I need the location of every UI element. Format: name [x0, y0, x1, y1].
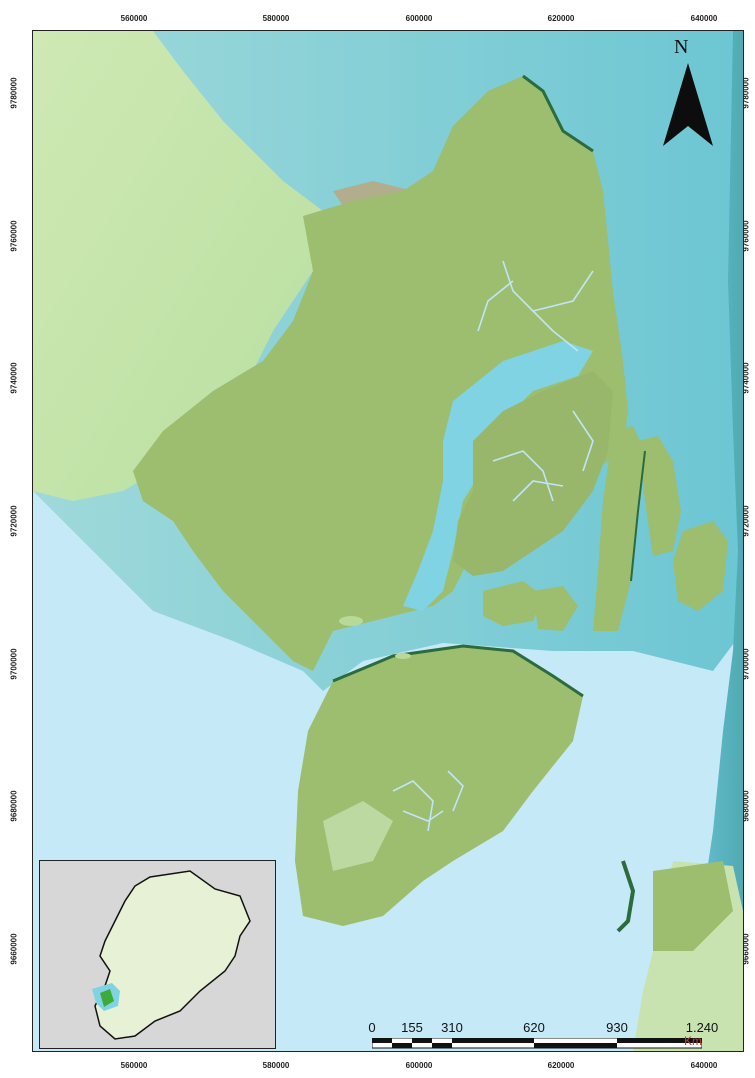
y-left-tick-label: 9680000 [9, 790, 19, 822]
north-label: N [674, 36, 689, 58]
mangrove-edge-east [522, 74, 594, 153]
northwest-mainland [33, 31, 323, 501]
ecuador-outline [94, 870, 251, 1040]
scale-bar: 0 155 310 620 930 1.240 Km [368, 1020, 718, 1050]
scale-label: 1.240 [685, 1020, 719, 1035]
islet [395, 653, 411, 659]
x-bottom-tick-label: 640000 [690, 1061, 718, 1070]
islet [339, 616, 363, 626]
y-left-tick-label: 9720000 [9, 505, 19, 537]
y-left-tick-label: 9700000 [9, 648, 19, 680]
x-top-tick-label: 560000 [120, 14, 148, 23]
map-frame[interactable]: N [32, 30, 744, 1052]
mangrove-island-2 [593, 426, 645, 631]
inset-locator-map [39, 860, 276, 1049]
x-top-tick-label: 640000 [690, 14, 718, 23]
tidal-creeks [392, 260, 594, 832]
mangrove-island-3 [638, 436, 681, 556]
mangrove-island-1 [453, 371, 613, 576]
y-left-tick-label: 9740000 [9, 362, 19, 394]
puna-uplands [323, 801, 393, 871]
study-area [100, 989, 114, 1007]
y-left-tick-label: 9660000 [9, 933, 19, 965]
x-bottom-tick-label: 600000 [405, 1061, 433, 1070]
x-bottom-tick-label: 620000 [547, 1061, 575, 1070]
north-arrow-icon [663, 63, 713, 146]
mangrove-edge-south [616, 860, 636, 933]
x-bottom-tick-label: 560000 [120, 1061, 148, 1070]
eastern-mainland [693, 31, 743, 1051]
mangrove-island-5 [483, 581, 543, 626]
scale-label: 0 [368, 1020, 376, 1035]
scale-label: 930 [606, 1020, 628, 1035]
mangrove-island-4 [673, 521, 728, 611]
inset-map-canvas [40, 861, 275, 1048]
x-bottom-tick-label: 580000 [262, 1061, 290, 1070]
scale-label: 620 [523, 1020, 545, 1035]
scale-label: 155 [401, 1020, 423, 1035]
y-left-tick-label: 9780000 [9, 77, 19, 109]
mangrove-edge-island [630, 450, 646, 582]
y-left-tick-label: 9760000 [9, 220, 19, 252]
scale-unit: Km [684, 1034, 702, 1048]
x-top-tick-label: 600000 [405, 14, 433, 23]
x-top-tick-label: 620000 [547, 14, 575, 23]
scale-label: 310 [441, 1020, 463, 1035]
north-arrow: N [658, 36, 718, 156]
x-top-tick-label: 580000 [262, 14, 290, 23]
southeast-mangrove [653, 861, 733, 951]
mangrove-island-6 [533, 586, 578, 631]
scale-bar-graphic [372, 1038, 702, 1049]
estuary-channel [403, 341, 593, 611]
mangrove-edge-north [332, 644, 584, 698]
